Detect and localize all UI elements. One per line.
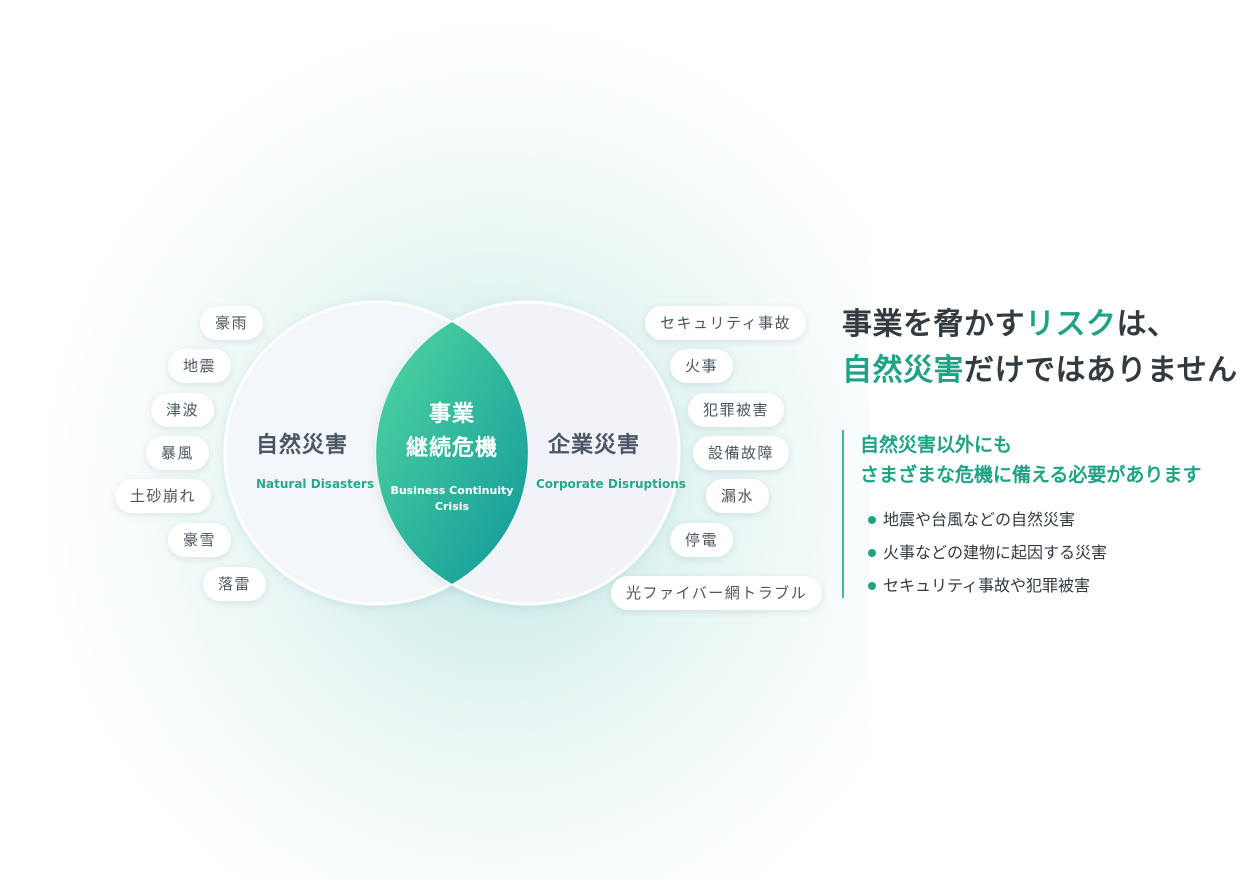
natural-item-tsunami: 津波 [151, 393, 215, 427]
corporate-item-crime: 犯罪被害 [688, 393, 785, 427]
list-item: 地震や台風などの自然災害 [868, 503, 1107, 536]
center-subtitle-line1: Business Continuity [390, 484, 514, 497]
center-subtitle-line2: Crisis [434, 500, 470, 513]
accent-divider [842, 430, 844, 598]
corporate-item-equipment-failure: 設備故障 [693, 436, 790, 470]
corporate-item-fire: 火事 [670, 349, 734, 383]
corporate-item-power-outage: 停電 [670, 523, 734, 557]
main-heading: 事業を脅かすリスクは、 自然災害だけではありません [842, 302, 1238, 394]
heading-line1: 事業を脅かすリスクは、 [842, 307, 1178, 342]
bullet-dot-icon [868, 581, 876, 590]
natural-item-lightning: 落雷 [203, 567, 267, 601]
subheading: 自然災害以外にも さまざまな危機に備える必要があります [860, 434, 1202, 486]
natural-circle-title: 自然災害 [256, 433, 349, 458]
center-title-line1: 事業 [428, 402, 475, 427]
natural-item-heavy-snow: 豪雪 [168, 523, 232, 557]
natural-item-heavy-rain: 豪雨 [200, 306, 264, 340]
natural-item-earthquake: 地震 [168, 349, 232, 383]
list-item: 火事などの建物に起因する災害 [868, 536, 1107, 569]
heading-line2: 自然災害だけではありません [842, 353, 1238, 388]
risk-bullet-list: 地震や台風などの自然災害 火事などの建物に起因する災害 セキュリティ事故や犯罪被… [868, 503, 1107, 602]
natural-item-storm: 暴風 [146, 436, 210, 470]
corporate-item-security-incident: セキュリティ事故 [645, 306, 807, 340]
corporate-item-water-leak: 漏水 [706, 479, 770, 513]
corporate-circle-subtitle: Corporate Disruptions [536, 477, 686, 491]
bullet-dot-icon [868, 548, 876, 557]
natural-circle-subtitle: Natural Disasters [256, 477, 375, 491]
list-item: セキュリティ事故や犯罪被害 [868, 569, 1107, 602]
natural-item-landslide: 土砂崩れ [115, 479, 212, 513]
corporate-circle-title: 企業災害 [548, 433, 641, 458]
center-title-line2: 継続危機 [405, 436, 498, 461]
corporate-item-fiber-trouble: 光ファイバー網トラブル [611, 576, 823, 610]
bullet-dot-icon [868, 515, 876, 524]
business-continuity-lens [376, 322, 528, 584]
